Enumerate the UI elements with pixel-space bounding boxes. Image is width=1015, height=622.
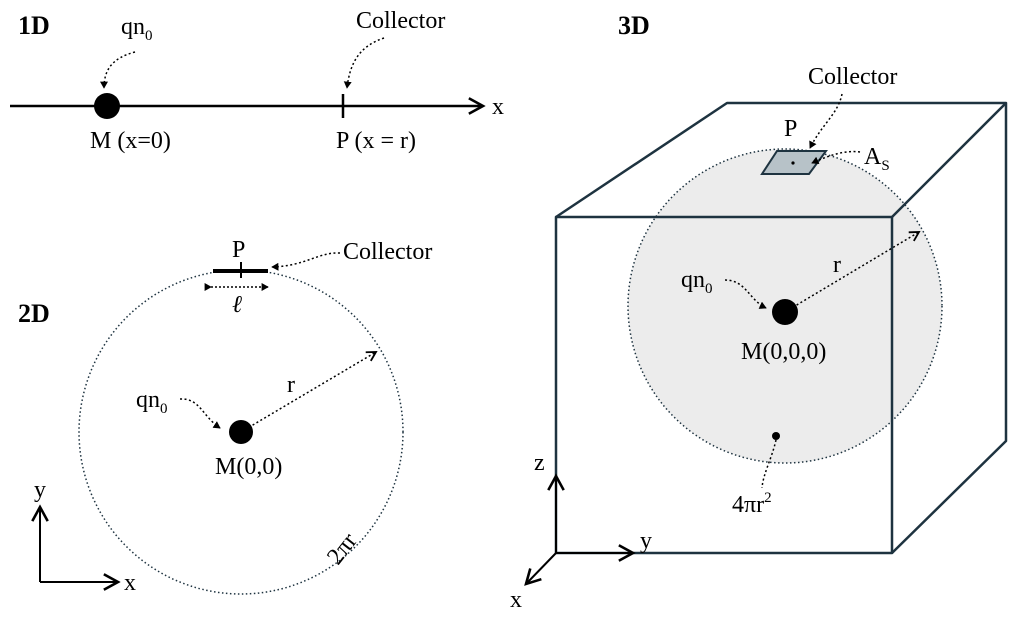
ell-label: ℓ (232, 292, 242, 318)
x-axis-label-2d: x (124, 570, 136, 596)
collector-label-2d: Collector (343, 239, 432, 265)
z-axis-label-3d: z (534, 450, 545, 476)
collector-pointer-1d (343, 37, 385, 89)
point-p-label-3d: P (784, 116, 797, 142)
radius-label-2d: r (287, 372, 295, 398)
cube-top-right-edge (891, 102, 1007, 218)
cube-3d (554, 101, 1008, 555)
panel-3d-title: 3D (618, 11, 650, 40)
collector-center-dot (791, 161, 795, 165)
source-pointer-1d (100, 51, 136, 89)
circumference-label: 2πr (322, 528, 362, 569)
x-axis-label-1d: x (492, 94, 504, 120)
point-p-label-2d: P (232, 237, 245, 263)
radius-vector-2d (240, 351, 378, 433)
panel-2d-title: 2D (18, 299, 50, 328)
surface-dot-3d (772, 432, 780, 440)
m-label-3d: M(0,0,0) (741, 339, 826, 365)
x-axis-3d (526, 552, 557, 584)
area-label-3d: AS (864, 144, 890, 174)
source-pointer-3d (724, 279, 767, 309)
source-pointer-2d (179, 398, 221, 429)
collector-label-3d: Collector (808, 64, 897, 90)
surface-pointer-3d (761, 439, 777, 489)
area-pointer-3d (811, 150, 861, 165)
radius-label-3d: r (833, 252, 841, 278)
circle-2d (78, 269, 404, 595)
m-label-2d: M(0,0) (215, 454, 282, 480)
radius-vector-3d (784, 231, 921, 313)
source-label-1d: qn0 (121, 14, 153, 44)
collector-pointer-2d (271, 252, 341, 271)
source-point-m-1d (94, 93, 120, 119)
cube-front-face (554, 215, 894, 555)
surface-area-label: 4πr2 (732, 490, 772, 518)
y-axis-label-2d: y (34, 477, 46, 503)
panel-2d: 2D P ℓ Collector M(0,0) r qn0 2πr y x (18, 237, 432, 596)
collector-label-1d: Collector (356, 8, 445, 34)
panel-3d: 3D P Collector AS M(0,0,0) r qn0 (510, 11, 1008, 613)
panel-1d: 1D x M (x=0) qn0 P (x = r) Collector (10, 8, 504, 154)
source-label-2d: qn0 (136, 387, 168, 417)
p-label-1d: P (x = r) (336, 128, 416, 154)
source-label-3d: qn0 (681, 267, 713, 297)
x-axis-label-3d: x (510, 587, 522, 613)
m-label-1d: M (x=0) (90, 128, 171, 154)
collector-pointer-3d (809, 93, 843, 149)
y-axis-label-3d: y (640, 528, 652, 554)
panel-1d-title: 1D (18, 11, 50, 40)
